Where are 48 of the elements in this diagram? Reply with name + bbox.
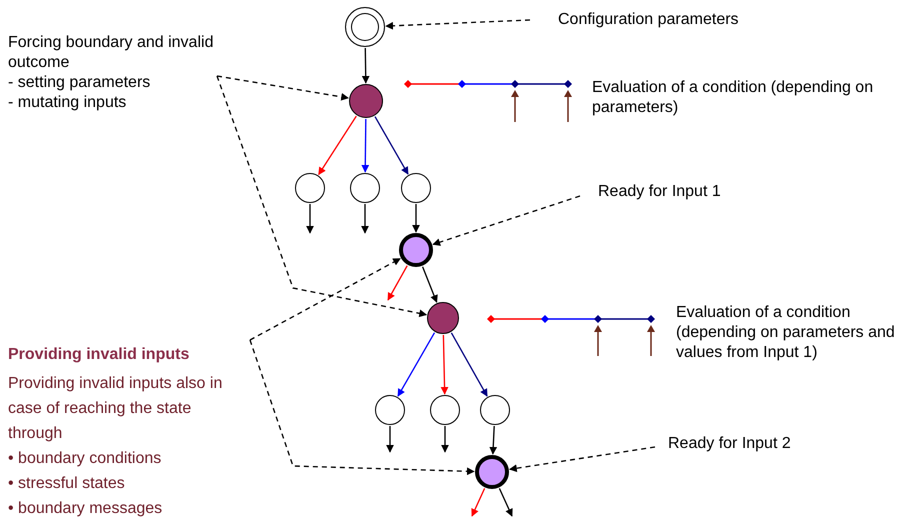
bullet-text: • boundary conditions [8, 449, 162, 469]
state-circle [350, 173, 380, 203]
arrow [498, 488, 513, 517]
input-state-circle [399, 233, 433, 267]
state-circle [480, 395, 510, 425]
arrow [471, 488, 486, 517]
note-text: Ready for Input 2 [668, 434, 792, 454]
arrow [489, 426, 498, 455]
note-text: Configuration parameters [558, 10, 740, 30]
arrow [361, 204, 369, 234]
arrow [385, 19, 530, 30]
arrow [509, 446, 656, 472]
arrow [386, 426, 394, 453]
note-text: Ready for Input 1 [598, 182, 722, 202]
state-circle [401, 173, 431, 203]
state-circle [295, 173, 325, 203]
condition-note: Evaluation of a condition (depending on parameters) [592, 78, 874, 118]
arrow [362, 48, 370, 84]
decision-circle [349, 84, 383, 118]
start-state-circle [345, 7, 385, 47]
arrow [432, 195, 580, 246]
input-state-circle [475, 455, 509, 489]
bullet-text: • stressful states [8, 474, 126, 494]
bullet-text: • boundary messages [8, 499, 164, 519]
arrow [397, 332, 436, 397]
arrow [441, 426, 449, 453]
arrow [216, 75, 349, 101]
note-text: Providing invalid inputs also in case of reaching the state through [8, 374, 224, 444]
bullet-text: - mutating inputs [8, 93, 128, 113]
state-circle [375, 395, 405, 425]
arrow [249, 340, 475, 476]
decision-circle [427, 302, 459, 334]
arrow [318, 116, 357, 176]
arrow [250, 258, 401, 341]
state-circle [430, 395, 460, 425]
arrow [216, 76, 428, 318]
condition-note: Evaluation of a condition (depending on parameters and values from Input 1) [676, 303, 896, 363]
arrow [387, 265, 408, 301]
arrow [450, 332, 488, 397]
arrow [361, 119, 370, 173]
arrow [374, 116, 409, 175]
bullet-text: - setting parameters [8, 73, 152, 93]
arrow [306, 204, 314, 234]
arrow [412, 204, 420, 233]
note-text: Forcing boundary and invalid outcome [8, 33, 214, 73]
heading-text: Providing invalid inputs [8, 345, 190, 365]
arrow [422, 266, 438, 303]
arrow [440, 334, 448, 395]
